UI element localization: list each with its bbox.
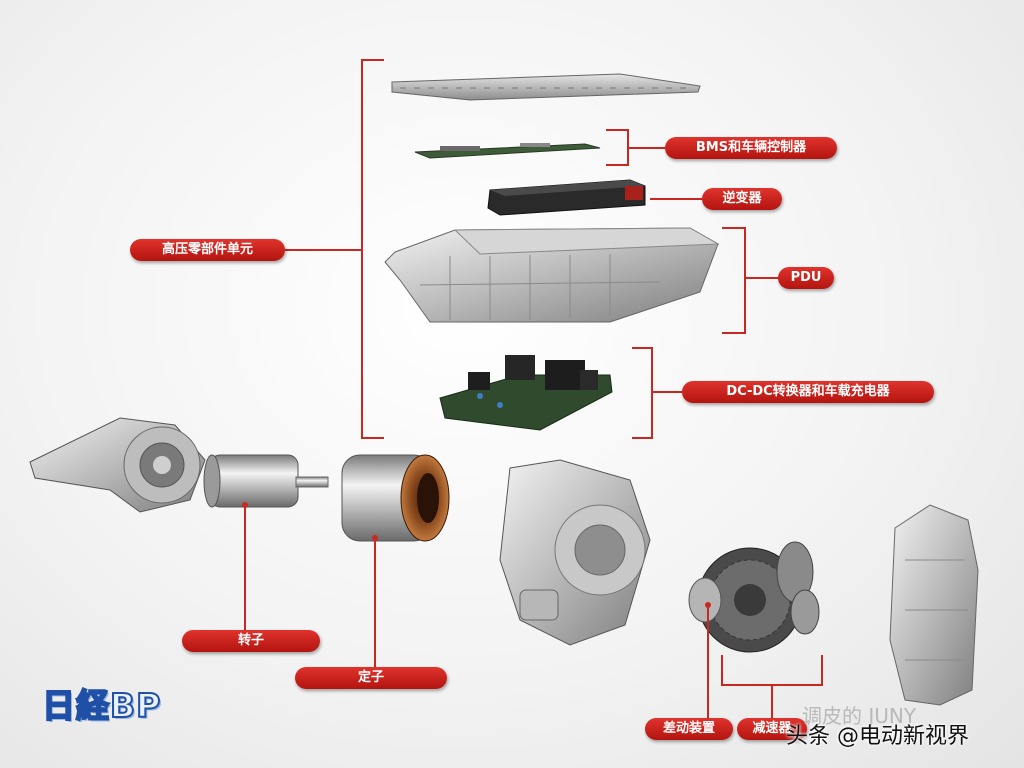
label-pdu: PDU: [778, 267, 834, 289]
faint-watermark: 调皮的 JUNY: [802, 704, 917, 728]
motor-housing-part: [499, 459, 651, 646]
label-hv-unit: 高压零部件单元: [130, 239, 285, 261]
label-differential: 差动装置: [645, 718, 733, 740]
nikkei-bp-logo: 日経BP: [41, 685, 162, 726]
stator-part: [341, 454, 450, 542]
label-stator: 定子: [295, 667, 447, 689]
bms-board-part: [414, 143, 601, 159]
inverter-part: [487, 179, 646, 216]
label-inverter: 逆变器: [702, 188, 782, 210]
motor-end-cover-part: [29, 417, 206, 513]
reducer-gears-part: [688, 541, 820, 653]
rotor-part: [203, 454, 329, 508]
top-cover-part: [391, 73, 701, 101]
label-dcdc: DC-DC转换器和车载充电器: [682, 381, 934, 403]
leader-lines: [244, 59, 823, 718]
label-rotor: 转子: [182, 630, 320, 652]
label-bms: BMS和车辆控制器: [665, 137, 837, 159]
label-reducer: 减速器: [737, 718, 807, 740]
source-watermark: 头条 @电动新视界: [786, 724, 969, 749]
dcdc-board-part: [439, 355, 613, 431]
pdu-housing-part: [384, 227, 720, 323]
gearbox-case-part: [889, 504, 979, 706]
